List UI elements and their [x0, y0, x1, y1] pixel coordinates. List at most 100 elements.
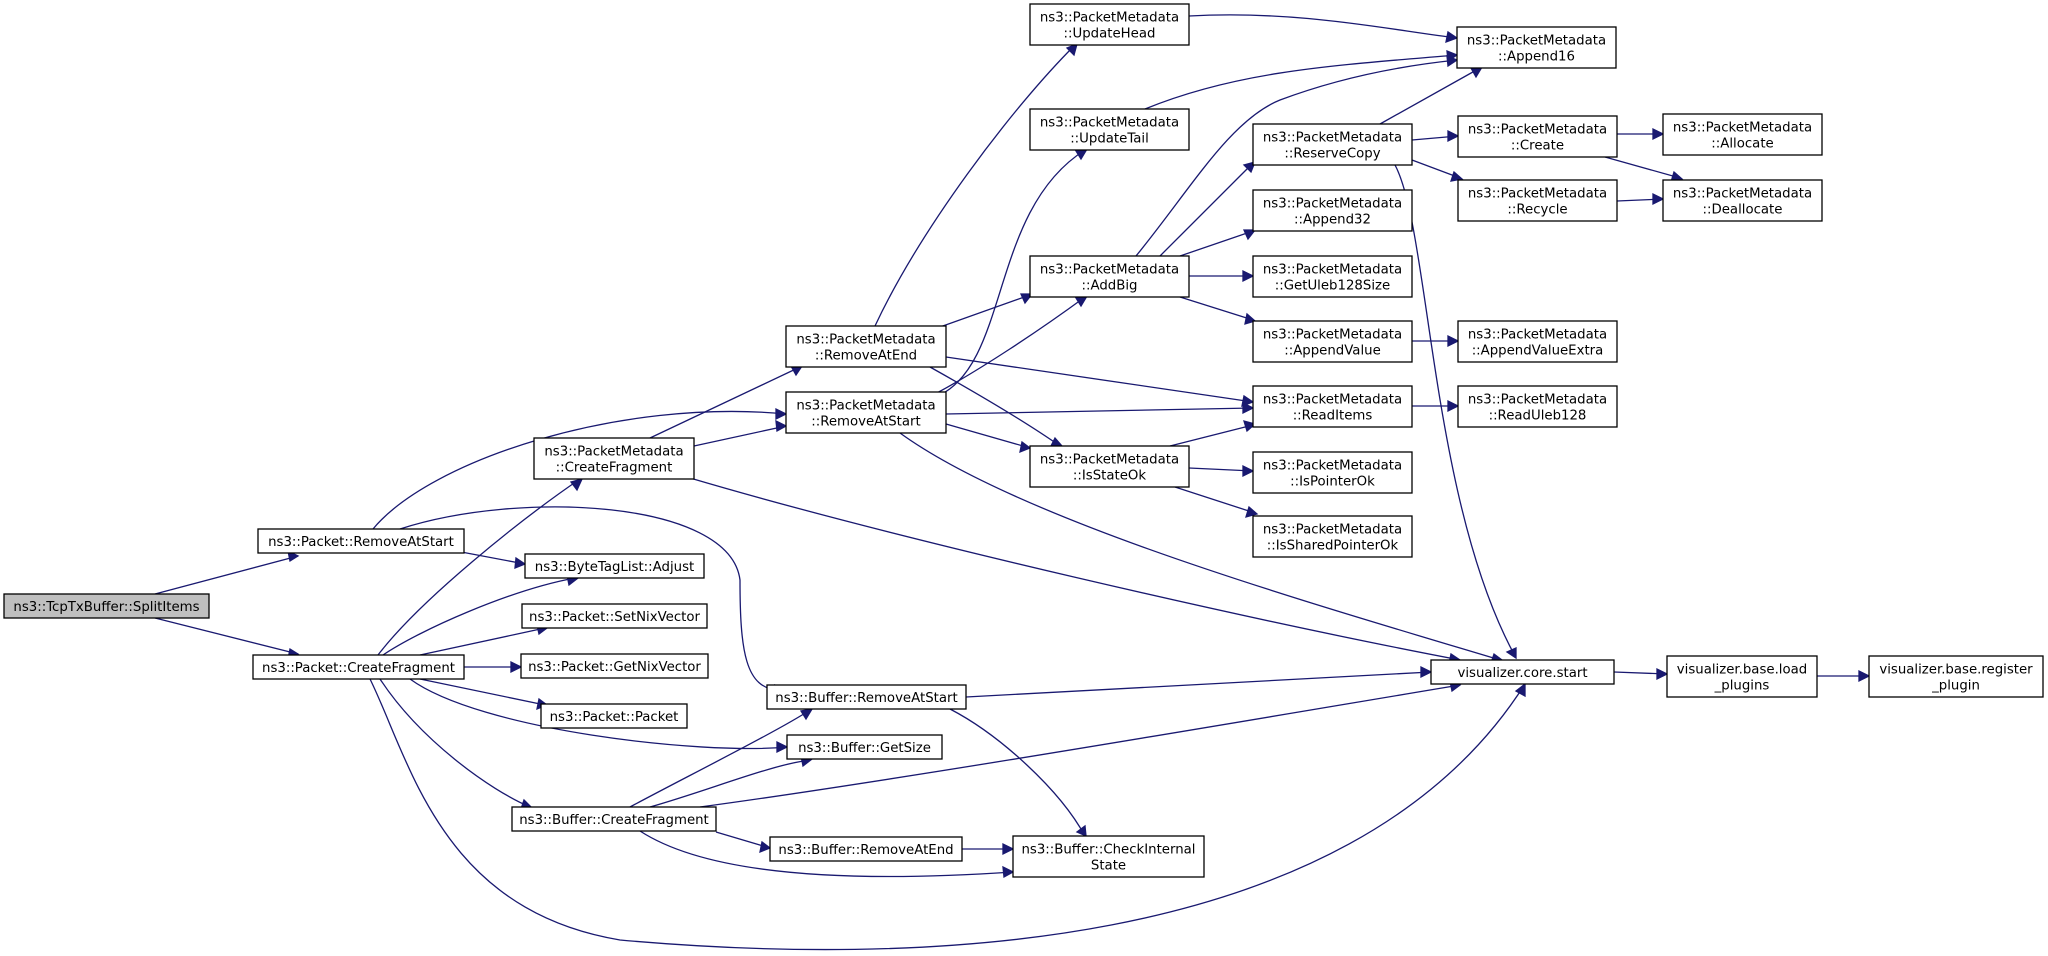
node-pm_updatehead[interactable]: ns3::PacketMetadata::UpdateHead	[1029, 3, 1190, 46]
node-box[interactable]	[1029, 255, 1190, 298]
node-pm_removeend[interactable]: ns3::PacketMetadata::RemoveAtEnd	[785, 325, 947, 368]
node-label: State	[1091, 859, 1126, 874]
node-vis_core_start[interactable]: visualizer.core.start	[1430, 659, 1615, 685]
node-box[interactable]	[1252, 451, 1413, 494]
call-edge-pm_isstateok-to-pm_issharedpointerok	[1174, 486, 1259, 518]
node-pm_addbig[interactable]: ns3::PacketMetadata::AddBig	[1029, 255, 1190, 298]
node-box[interactable]	[540, 703, 688, 729]
node-box[interactable]	[1252, 320, 1413, 363]
node-label: ::CreateFragment	[556, 461, 673, 476]
node-vis_register_plugin[interactable]: visualizer.base.register_plugin	[1868, 655, 2044, 698]
call-edge-pkt_createfrag-to-pm_createfrag	[377, 478, 584, 656]
node-box[interactable]	[1457, 320, 1618, 363]
node-vis_load_plugins[interactable]: visualizer.base.load_plugins	[1666, 655, 1818, 698]
node-box[interactable]	[1666, 655, 1818, 698]
edge-line	[945, 356, 1254, 403]
node-buf_removestart[interactable]: ns3::Buffer::RemoveAtStart	[766, 684, 967, 710]
node-pm_updatetail[interactable]: ns3::PacketMetadata::UpdateTail	[1029, 108, 1190, 151]
node-box[interactable]	[520, 653, 709, 679]
call-edge-pm_removeend-to-pm_updatehead	[874, 42, 1078, 327]
arrow-head-icon	[1245, 505, 1259, 518]
node-pm_appendvalue[interactable]: ns3::PacketMetadata::AppendValue	[1252, 320, 1413, 363]
node-pkt_setnix[interactable]: ns3::Packet::SetNixVector	[521, 603, 708, 629]
node-box[interactable]	[1029, 3, 1190, 46]
node-label: ns3::Buffer::CreateFragment	[519, 813, 709, 828]
node-box[interactable]	[766, 684, 967, 710]
node-pkt_packet[interactable]: ns3::Packet::Packet	[540, 703, 688, 729]
node-box[interactable]	[1029, 445, 1190, 488]
node-pm_isstateok[interactable]: ns3::PacketMetadata::IsStateOk	[1029, 445, 1190, 488]
node-box[interactable]	[511, 806, 717, 832]
arrow-head-icon	[510, 660, 523, 674]
node-pm_getuleb[interactable]: ns3::PacketMetadata::GetUleb128Size	[1252, 255, 1413, 298]
node-split[interactable]: ns3::TcpTxBuffer::SplitItems	[3, 593, 210, 619]
edge-line	[1135, 59, 1458, 257]
node-label: ns3::PacketMetadata	[1263, 459, 1402, 474]
arrow-head-icon	[1075, 824, 1087, 838]
node-pm_recycle[interactable]: ns3::PacketMetadata::Recycle	[1457, 179, 1618, 222]
node-box[interactable]	[1457, 115, 1618, 158]
node-label: ns3::Buffer::CheckInternal	[1021, 843, 1195, 858]
node-box[interactable]	[1457, 179, 1618, 222]
node-box[interactable]	[786, 734, 943, 760]
node-box[interactable]	[1012, 835, 1205, 878]
node-box[interactable]	[521, 603, 708, 629]
node-pm_append32[interactable]: ns3::PacketMetadata::Append32	[1252, 189, 1413, 232]
node-box[interactable]	[1252, 189, 1413, 232]
node-box[interactable]	[769, 836, 963, 862]
edge-line	[639, 830, 1014, 878]
arrow-head-icon	[759, 840, 772, 854]
node-label: ::Append32	[1294, 213, 1371, 228]
node-pm_appendvalueextra[interactable]: ns3::PacketMetadata::AppendValueExtra	[1457, 320, 1618, 363]
node-label: ::IsStateOk	[1073, 469, 1146, 484]
node-box[interactable]	[1868, 655, 2044, 698]
node-box[interactable]	[785, 391, 947, 434]
node-box[interactable]	[1457, 385, 1618, 428]
node-pm_issharedpointerok[interactable]: ns3::PacketMetadata::IsSharedPointerOk	[1252, 515, 1413, 558]
node-box[interactable]	[3, 593, 210, 619]
node-pm_createfrag[interactable]: ns3::PacketMetadata::CreateFragment	[533, 437, 695, 480]
node-label: ns3::Packet::SetNixVector	[529, 610, 700, 625]
node-box[interactable]	[1662, 113, 1823, 156]
node-box[interactable]	[1029, 108, 1190, 151]
node-pm_deallocate[interactable]: ns3::PacketMetadata::Deallocate	[1662, 179, 1823, 222]
node-buf_createfrag[interactable]: ns3::Buffer::CreateFragment	[511, 806, 717, 832]
node-pm_ispointerok[interactable]: ns3::PacketMetadata::IsPointerOk	[1252, 451, 1413, 494]
node-box[interactable]	[524, 553, 705, 579]
node-pm_removestart[interactable]: ns3::PacketMetadata::RemoveAtStart	[785, 391, 947, 434]
node-label: ns3::TcpTxBuffer::SplitItems	[13, 600, 199, 615]
node-pkt_createfrag[interactable]: ns3::Packet::CreateFragment	[252, 654, 465, 680]
node-pkt_remove[interactable]: ns3::Packet::RemoveAtStart	[257, 528, 465, 554]
node-box[interactable]	[1456, 26, 1617, 69]
node-btl_adjust[interactable]: ns3::ByteTagList::Adjust	[524, 553, 705, 579]
node-pm_create[interactable]: ns3::PacketMetadata::Create	[1457, 115, 1618, 158]
node-pm_reservecopy[interactable]: ns3::PacketMetadata::ReserveCopy	[1252, 123, 1413, 166]
call-edge-pm_recycle-to-pm_deallocate	[1616, 192, 1665, 206]
node-box[interactable]	[533, 437, 695, 480]
node-box[interactable]	[1662, 179, 1823, 222]
arrow-head-icon	[799, 708, 814, 721]
node-buf_removeend[interactable]: ns3::Buffer::RemoveAtEnd	[769, 836, 963, 862]
node-label: ::Append16	[1498, 50, 1575, 65]
node-label: ns3::PacketMetadata	[1040, 453, 1179, 468]
node-label: ::UpdateHead	[1064, 27, 1156, 42]
call-edge-pkt_createfrag-to-pkt_setnix	[419, 624, 549, 656]
node-pm_readuleb[interactable]: ns3::PacketMetadata::ReadUleb128	[1457, 385, 1618, 428]
node-pm_readitems[interactable]: ns3::PacketMetadata::ReadItems	[1252, 385, 1413, 428]
node-pkt_getnix[interactable]: ns3::Packet::GetNixVector	[520, 653, 709, 679]
node-pm_allocate[interactable]: ns3::PacketMetadata::Allocate	[1662, 113, 1823, 156]
node-box[interactable]	[1252, 123, 1413, 166]
node-box[interactable]	[1252, 385, 1413, 428]
call-edge-split-to-pkt_createfrag	[154, 617, 300, 661]
node-pm_append16[interactable]: ns3::PacketMetadata::Append16	[1456, 26, 1617, 69]
node-box[interactable]	[1252, 255, 1413, 298]
node-box[interactable]	[252, 654, 465, 680]
node-box[interactable]	[257, 528, 465, 554]
edge-line	[693, 425, 787, 447]
node-label: ::ReserveCopy	[1284, 147, 1380, 162]
node-box[interactable]	[1252, 515, 1413, 558]
node-box[interactable]	[785, 325, 947, 368]
node-box[interactable]	[1430, 659, 1615, 685]
node-buf_getsize[interactable]: ns3::Buffer::GetSize	[786, 734, 943, 760]
